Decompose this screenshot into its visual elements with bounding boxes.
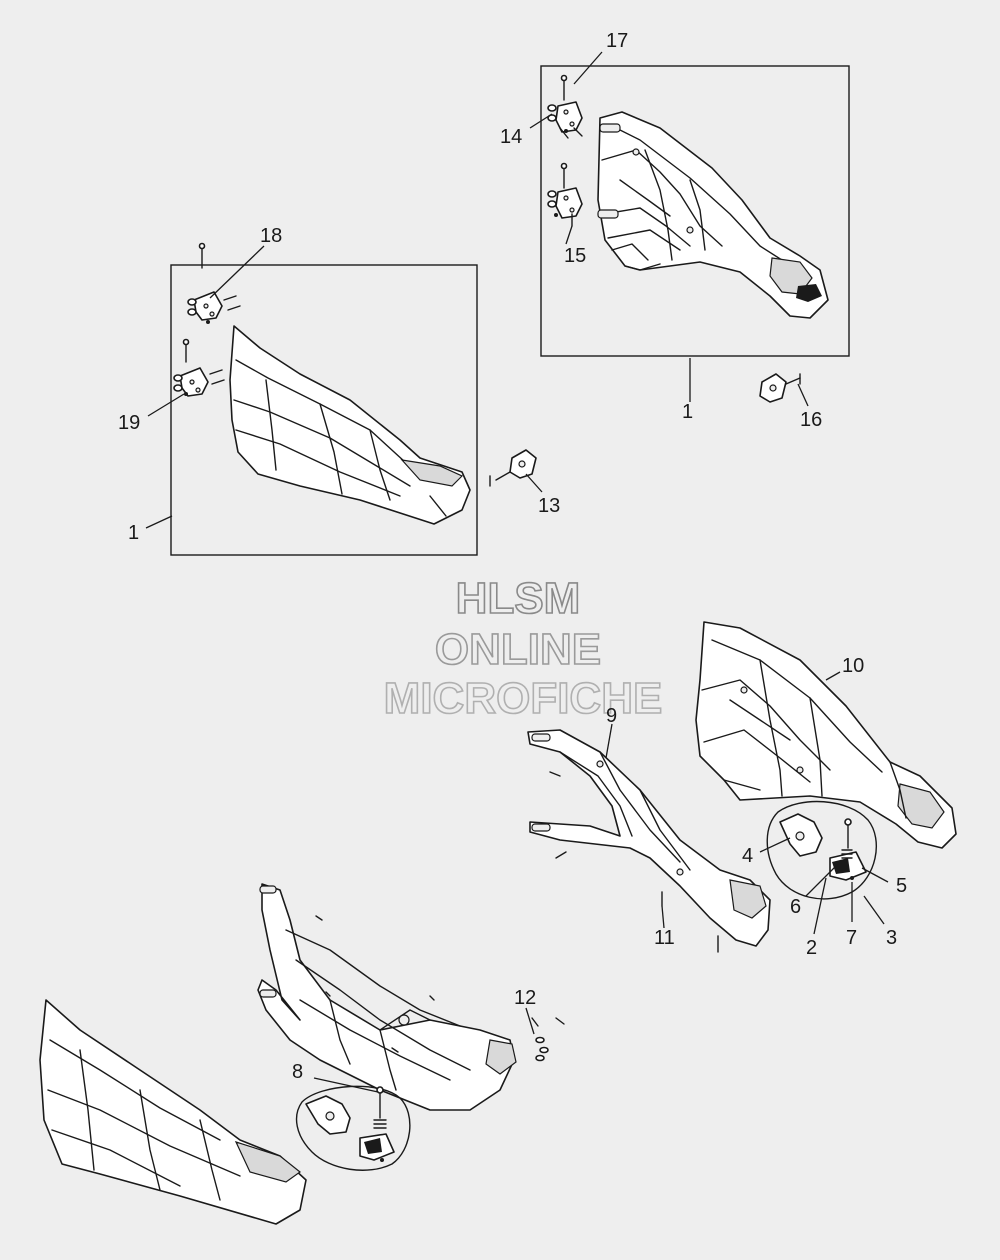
callout-5: 5 <box>896 875 907 897</box>
screws-12 <box>531 1017 565 1062</box>
door-frame-lower <box>257 883 517 1111</box>
callout-17: 17 <box>606 30 628 52</box>
callout-13: 13 <box>538 495 560 517</box>
callout-1-top: 1 <box>682 401 693 423</box>
hinge-bracket-18 <box>187 242 241 324</box>
callout-3: 3 <box>886 927 897 949</box>
callout-11: 11 <box>654 927 675 949</box>
callout-16: 16 <box>800 409 822 431</box>
latch-group-left <box>295 1085 411 1171</box>
callout-labels: 17 14 15 1 16 18 19 1 13 10 9 4 5 6 2 7 … <box>118 30 907 1083</box>
callout-1-left: 1 <box>128 522 139 544</box>
door-frame-10 <box>695 621 957 849</box>
assembly-frame-top <box>540 65 850 357</box>
callout-8: 8 <box>292 1061 303 1083</box>
latch-plate-16 <box>759 373 801 403</box>
hinge-bracket-upper <box>547 74 583 139</box>
callout-10: 10 <box>842 655 864 677</box>
callout-2: 2 <box>806 937 817 959</box>
callout-7: 7 <box>846 927 857 949</box>
watermark-line-3: MICROFICHE <box>384 674 663 723</box>
watermark-line-1: HLSM <box>456 574 581 623</box>
callout-6: 6 <box>790 896 801 918</box>
callout-19: 19 <box>118 412 140 434</box>
door-frame-9 <box>527 729 771 953</box>
watermark: HLSM ONLINE MICROFICHE <box>383 573 663 724</box>
door-frame-part <box>597 111 829 319</box>
callout-12: 12 <box>514 987 536 1009</box>
door-panel-lower <box>39 999 307 1225</box>
callout-4: 4 <box>742 845 753 867</box>
assembly-frame-left <box>170 264 478 556</box>
door-panel-part <box>229 325 471 525</box>
hinge-bracket-lower <box>547 162 583 227</box>
hinge-bracket-19 <box>173 338 225 397</box>
leader-lines <box>145 51 889 1093</box>
watermark-line-2: ONLINE <box>435 625 601 674</box>
callout-14: 14 <box>500 126 522 148</box>
assembly-top-right <box>540 65 850 357</box>
latch-group-right <box>766 800 877 900</box>
callout-15: 15 <box>564 245 586 267</box>
latch-plate-13 <box>489 449 537 487</box>
callout-18: 18 <box>260 225 282 247</box>
assembly-left <box>170 242 478 556</box>
callout-9: 9 <box>606 705 617 727</box>
